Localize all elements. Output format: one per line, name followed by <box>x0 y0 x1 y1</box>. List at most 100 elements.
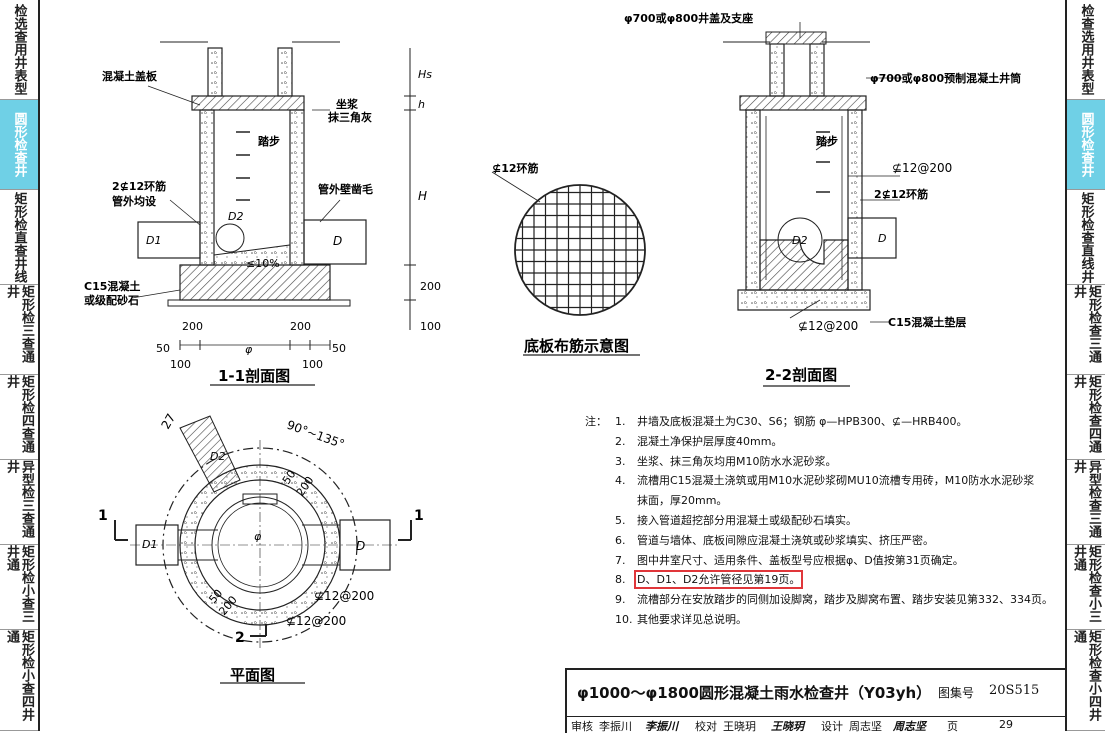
left-nav-item-6[interactable]: 矩形检小查三井通 <box>0 545 38 630</box>
s11-dim-h: h <box>418 98 425 111</box>
s22-rebar-ring: 2⊈12环筋 <box>874 187 928 201</box>
s22-dim-d2: D2 <box>792 234 807 247</box>
designer-signature: 周志坚 <box>893 720 926 733</box>
plan-rebar-2: ⊈12@200 <box>286 614 346 628</box>
right-nav-item-1[interactable]: 圆形检查井 <box>1067 100 1105 190</box>
s11-dim-50a: 50 <box>156 342 170 355</box>
left-nav-item-1[interactable]: 圆形检查井 <box>0 100 38 190</box>
drawing-title: φ1000～φ1800圆形混凝土雨水检查井（Y03yh） <box>577 684 932 702</box>
plan-rebar-1: ⊈12@200 <box>314 589 374 603</box>
design-label: 设计 <box>821 720 843 733</box>
s11-label-ring2: 管外均设 <box>112 194 157 208</box>
base-rebar-label: ⊈12环筋 <box>492 161 539 175</box>
right-nav-item-7[interactable]: 矩形检查小四井通 <box>1067 630 1105 731</box>
note-text: 混凝土净保护层厚度40mm。 <box>637 434 783 448</box>
note-text: 井墙及底板混凝土为C30、S6；钢筋 φ—HPB300、⊈—HRB400。 <box>637 415 968 428</box>
plan-angle: 90°~135° <box>285 418 346 452</box>
s22-rebar-wall: ⊈12@200 <box>892 161 952 175</box>
signature-row: 审核 李振川 李振川 校对 王晓玥 王晓玥 设计 周志坚 周志坚 页 29 <box>567 716 1065 734</box>
note-number: 2. <box>615 434 626 448</box>
right-nav-item-6[interactable]: 矩形检查小三井通 <box>1067 545 1105 630</box>
note-line: 4.流槽用C15混凝土浇筑或用M10水泥砂浆砌MU10流槽专用砖，M10防水水泥… <box>585 471 1055 491</box>
right-nav: 检查选用井表型圆形检查井矩形检查直线井矩形检查三通井矩形检查四通井异型检查三通井… <box>1065 0 1105 731</box>
s11-dim-hs: Hs <box>418 68 432 81</box>
plan-view: 90°~135° 27 D2 50 200 50 200 D1 D φ ⊈12@… <box>98 411 424 684</box>
right-nav-item-label: 矩形检查小三井通 <box>1071 545 1101 623</box>
right-nav-item-label: 矩形检查四通井 <box>1071 375 1101 453</box>
s11-dim-200b: 200 <box>290 320 311 333</box>
s11-dim-D1: D1 <box>146 234 161 247</box>
plan-dim-phi: φ <box>254 530 262 543</box>
s11-label-step: 踏步 <box>258 134 280 148</box>
left-nav-item-3[interactable]: 矩形检三查通井 <box>0 285 38 375</box>
s11-dim-D: D <box>333 234 342 248</box>
note-line: 9.流槽部分在安放踏步的同侧加设脚窝，踏步及脚窝布置、踏步安装见第332、334… <box>585 590 1055 610</box>
section-2-2-title: 2-2剖面图 <box>765 366 837 384</box>
note-text: 接入管道超挖部分用混凝土或级配砂石填实。 <box>637 513 857 527</box>
right-nav-item-label: 矩形检查三通井 <box>1071 285 1101 363</box>
reviewer-name: 李振川 <box>599 720 632 733</box>
checker-name: 王晓玥 <box>723 720 756 733</box>
s11-dim-100-right: 100 <box>420 320 441 333</box>
atlas-number: 20S515 <box>989 683 1040 698</box>
s11-label-mortar1: 坐浆 <box>336 97 359 111</box>
note-text: 流槽部分在安放踏步的同侧加设脚窝，踏步及脚窝布置、踏步安装见第332、334页。 <box>637 593 1053 607</box>
s22-shaft: φ700或φ800预制混凝土井筒 <box>870 71 1021 85</box>
right-nav-item-2[interactable]: 矩形检查直线井 <box>1067 190 1105 285</box>
s11-dim-slope: ≤10% <box>246 257 280 270</box>
right-nav-item-3[interactable]: 矩形检查三通井 <box>1067 285 1105 375</box>
right-nav-item-label: 矩形检查直线井 <box>1078 191 1094 283</box>
left-nav-item-7[interactable]: 矩形检小查四井通 <box>0 630 38 731</box>
note-text: 坐浆、抹三角灰均用M10防水水泥砂浆。 <box>637 454 837 468</box>
s11-label-base2: 或级配砂石 <box>84 293 139 307</box>
note-text: 其他要求详见总说明。 <box>637 612 747 626</box>
s11-label-mortar2: 抹三角灰 <box>328 110 372 124</box>
note-line: 2. 混凝土净保护层厚度40mm。 <box>585 432 1055 452</box>
review-label: 审核 <box>571 720 593 733</box>
s22-rebar-base: ⊈12@200 <box>798 319 858 333</box>
left-nav-item-2[interactable]: 矩形检直查井线 <box>0 190 38 285</box>
right-nav-item-label: 检查选用井表型 <box>1078 4 1094 95</box>
right-nav-item-label: 圆形检查井 <box>1078 112 1094 177</box>
plan-dim-d2: D2 <box>210 450 225 463</box>
note-number: 5. <box>615 513 626 527</box>
reviewer-signature: 李振川 <box>645 720 678 733</box>
left-nav-item-label: 圆形检查井 <box>11 112 27 177</box>
note-text-highlighted: D、D1、D2允许管径见第19页。 <box>633 570 804 590</box>
note-line: 抹面，厚20mm。 <box>585 491 1055 511</box>
drawing-canvas: 混凝土盖板 坐浆 抹三角灰 踏步 2⊈12环筋 管外均设 管外壁凿毛 C15混凝… <box>84 11 1021 684</box>
note-number: 7. <box>615 553 626 567</box>
s11-dim-100b: 100 <box>302 358 323 371</box>
note-number: 3. <box>615 454 626 468</box>
designer-name: 周志坚 <box>849 720 882 733</box>
left-nav-item-label: 矩形检小查三井通 <box>4 545 34 623</box>
note-text: 图中井室尺寸、适用条件、盖板型号应根据φ、D值按第31页确定。 <box>637 553 964 567</box>
s11-label-base1: C15混凝土 <box>84 279 140 293</box>
section-2-2: φ700或φ800井盖及支座 φ700或φ800预制混凝土井筒 踏步 ⊈12@2… <box>624 11 1021 387</box>
right-nav-item-5[interactable]: 异型检查三通井 <box>1067 460 1105 545</box>
right-nav-item-0[interactable]: 检查选用井表型 <box>1067 0 1105 100</box>
s22-cover: φ700或φ800井盖及支座 <box>624 11 753 25</box>
note-prefix: 注： <box>585 415 607 428</box>
s11-label-cover: 混凝土盖板 <box>102 69 158 83</box>
check-label: 校对 <box>695 720 717 733</box>
left-nav-item-4[interactable]: 矩形检四查通井 <box>0 375 38 460</box>
note-number: 1. <box>615 415 626 428</box>
right-nav-item-label: 矩形检查小四井通 <box>1071 630 1101 721</box>
note-text: 流槽用C15混凝土浇筑或用M10水泥砂浆砌MU10流槽专用砖，M10防水水泥砂浆 <box>637 474 1035 488</box>
s11-dim-D2: D2 <box>228 210 243 223</box>
note-line: 6.管道与墙体、底板间隙应混凝土浇筑或砂浆填实、挤压严密。 <box>585 531 1055 551</box>
section-1-1: 混凝土盖板 坐浆 抹三角灰 踏步 2⊈12环筋 管外均设 管外壁凿毛 C15混凝… <box>84 41 441 386</box>
left-nav-item-label: 矩形检小查四井通 <box>4 630 34 721</box>
s11-label-pipe-edge: 管外壁凿毛 <box>318 182 373 196</box>
s22-dim-d: D <box>878 232 886 245</box>
note-number: 8. <box>615 573 626 587</box>
right-nav-item-label: 异型检查三通井 <box>1071 460 1101 538</box>
left-nav-item-0[interactable]: 检选查用井表型 <box>0 0 38 100</box>
s11-dim-200-right: 200 <box>420 280 441 293</box>
left-nav-item-5[interactable]: 异型检三查通井 <box>0 460 38 545</box>
left-nav-item-label: 矩形检直查井线 <box>11 191 27 283</box>
atlas-label: 图集号 <box>938 686 975 700</box>
plan-dim-d1: D1 <box>142 538 157 551</box>
right-nav-item-4[interactable]: 矩形检查四通井 <box>1067 375 1105 460</box>
